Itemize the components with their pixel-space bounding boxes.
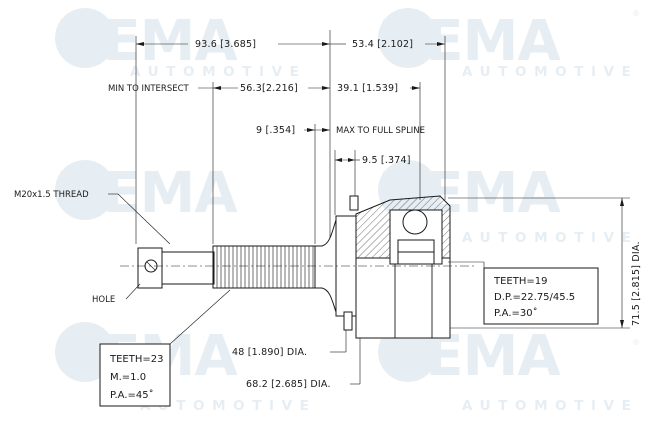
dim-min-to-intersect: 56.3[2.216] <box>240 83 298 94</box>
label-max-full-spline: MAX TO FULL SPLINE <box>336 126 425 136</box>
label-thread: M20x1.5 THREAD <box>14 190 89 200</box>
watermark-tagline: AUTOMOTIVE <box>462 398 639 414</box>
spec-outer-teeth: TEETH=19 <box>493 276 547 287</box>
watermark-tagline: AUTOMOTIVE <box>130 64 307 80</box>
dim-outer-to-ref: 53.4 [2.102] <box>352 39 413 50</box>
dim-spline-offset: 9 [.354] <box>256 125 295 136</box>
watermark-bottom-left: VEMA AUTOMOTIVE <box>55 322 317 414</box>
dim-overall-length: 93.6 [3.685] <box>195 39 256 50</box>
dimension-lines <box>136 42 630 329</box>
spec-box-outer: TEETH=19 D.P.=22.75/45.5 P.A.=30˚ <box>483 267 599 325</box>
dim-outer-dia: 71.5 [2.815] DIA. <box>631 241 642 326</box>
watermark-registered: ® <box>632 9 640 18</box>
spec-shaft-pa: P.A.=45˚ <box>110 389 154 401</box>
watermark-mid-left: VEMA <box>55 160 239 226</box>
watermark-tagline: AUTOMOTIVE <box>462 230 639 246</box>
dim-seal-dia: 48 [1.890] DIA. <box>232 347 307 358</box>
spec-outer-pa: P.A.=30˚ <box>494 307 538 319</box>
watermark-brand: VEMA <box>60 9 238 74</box>
watermark-tagline: AUTOMOTIVE <box>462 64 639 80</box>
watermark-registered: ® <box>632 338 640 347</box>
watermark-brand: VEMA <box>60 161 238 226</box>
watermark-brand: VEMA <box>383 9 561 74</box>
watermark-group: VEMA AUTOMOTIVE VEMA AUTOMOTIVE ® VEMA V… <box>55 8 640 414</box>
cv-joint-part <box>137 195 451 339</box>
extension-lines <box>135 30 446 244</box>
leader-lines <box>108 193 485 385</box>
dimension-texts: 93.6 [3.685] 53.4 [2.102] MIN TO INTERSE… <box>14 39 642 390</box>
label-hole: HOLE <box>92 295 115 305</box>
spec-outer-dp: D.P.=22.75/45.5 <box>494 292 575 303</box>
spec-box-shaft: TEETH=23 M.=1.0 P.A.=45˚ <box>99 343 171 407</box>
label-min-to-intersect: MIN TO INTERSECT <box>108 84 190 94</box>
spec-shaft-teeth: TEETH=23 <box>109 354 163 365</box>
dim-to-spline: 39.1 [1.539] <box>337 83 398 94</box>
ball-icon <box>402 209 428 235</box>
watermark-tagline: AUTOMOTIVE <box>140 398 317 414</box>
watermark-top-left: VEMA AUTOMOTIVE <box>55 8 307 80</box>
spec-shaft-m: M.=1.0 <box>110 372 146 383</box>
dim-body-dia: 68.2 [2.685] DIA. <box>246 379 331 390</box>
dim-spline-step: 9.5 [.374] <box>362 155 411 166</box>
watermark-top-right: VEMA AUTOMOTIVE ® <box>378 8 640 80</box>
